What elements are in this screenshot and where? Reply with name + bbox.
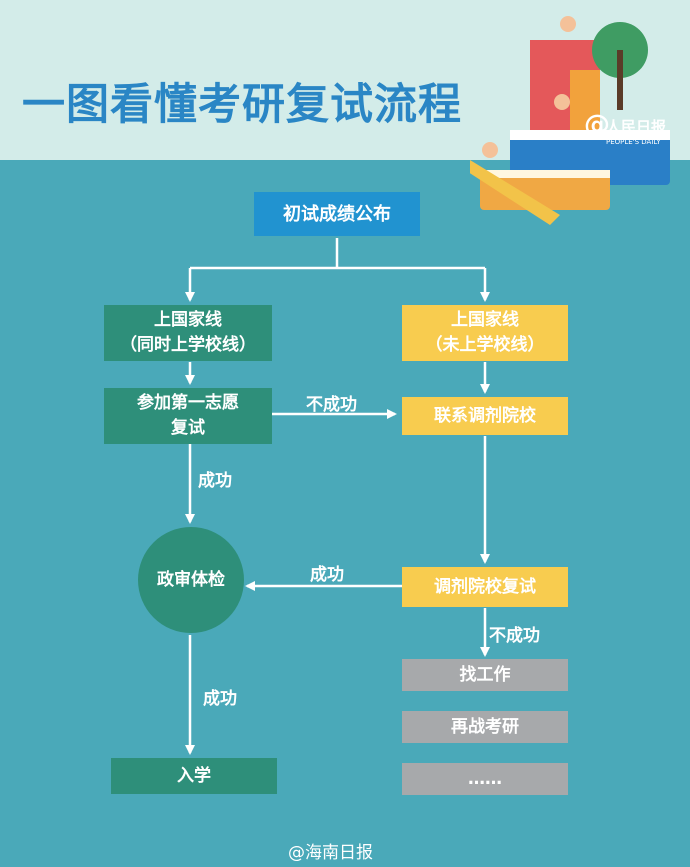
footer-source: @海南日报 [288, 843, 373, 863]
node-first-choice-retest: 参加第一志愿 复试 [104, 388, 272, 444]
books-illustration [470, 16, 670, 225]
node-left-top-line1: 上国家线 [154, 310, 222, 330]
node-enroll: 入学 [111, 758, 277, 794]
page-title: 一图看懂考研复试流程 [22, 80, 462, 130]
label-fail-first-choice: 不成功 [306, 395, 357, 415]
header-banner: 一图看懂考研复试流程 @ 人民日报 PEOPLE'S DAILY [0, 0, 690, 225]
node-left-top-line2: （同时上学校线） [120, 335, 256, 355]
label-success-check: 成功 [203, 689, 237, 709]
node-right-top-line1: 上国家线 [451, 310, 519, 330]
at-icon: @ [584, 110, 610, 140]
logo-name: 人民日报 [606, 118, 667, 136]
logo-english: PEOPLE'S DAILY [606, 138, 661, 146]
node-scores-published: 初试成绩公布 [254, 192, 420, 236]
node-first-choice-line1: 参加第一志愿 [137, 393, 239, 413]
connector-start-split [190, 238, 485, 270]
node-ellipsis: …… [402, 763, 568, 795]
node-left-top: 上国家线 （同时上学校线） [104, 305, 272, 361]
label-fail-adjust: 不成功 [489, 626, 540, 646]
node-contact-adjust: 联系调剂院校 [402, 397, 568, 435]
node-retry-exam: 再战考研 [402, 711, 568, 743]
node-first-choice-line2: 复试 [171, 418, 205, 438]
node-find-job: 找工作 [402, 659, 568, 691]
node-adjust-retest: 调剂院校复试 [402, 567, 568, 607]
node-right-top: 上国家线 （未上学校线） [402, 305, 568, 361]
label-success-first-choice: 成功 [198, 471, 232, 491]
node-political-check: 政审体检 [138, 527, 244, 633]
node-right-top-line2: （未上学校线） [425, 335, 545, 355]
label-success-adjust: 成功 [310, 565, 344, 585]
